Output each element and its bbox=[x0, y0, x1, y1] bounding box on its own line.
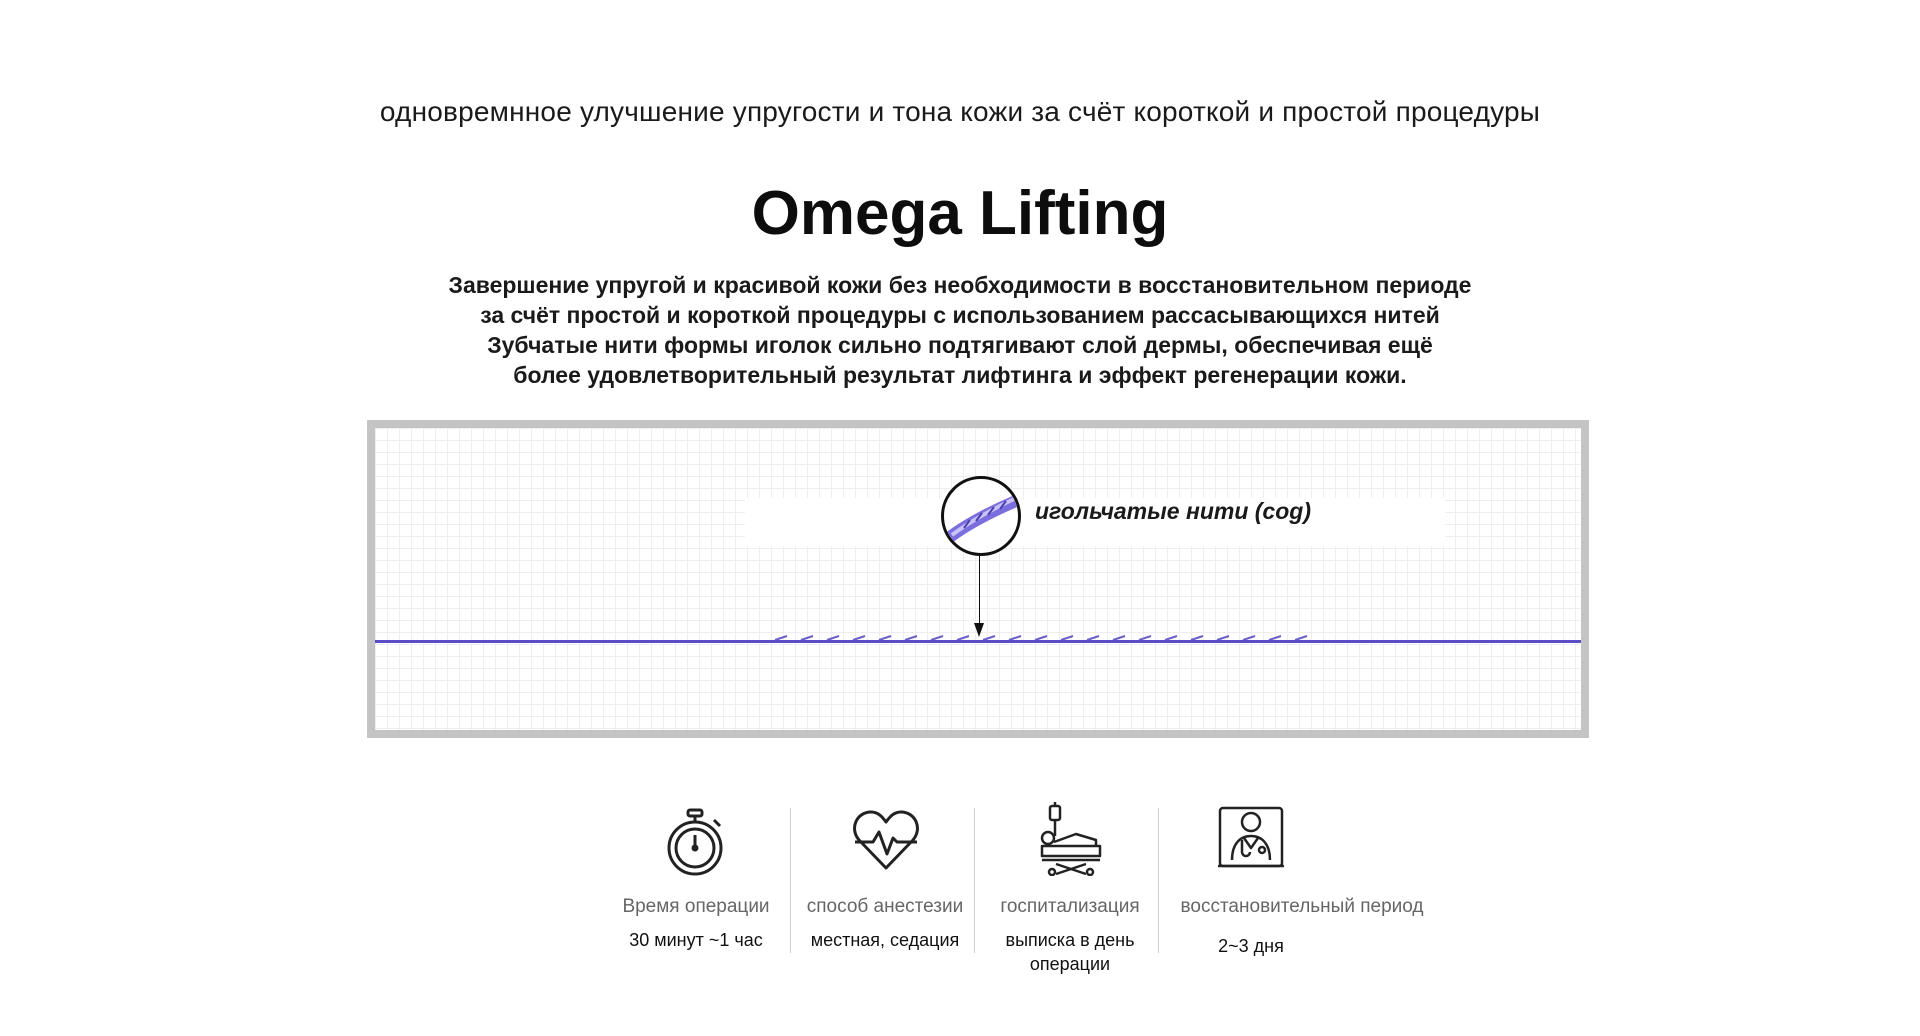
thread-magnifier-icon bbox=[941, 476, 1021, 556]
stat-recovery-period: восстановительный период 2~3 дня bbox=[1166, 806, 1438, 958]
stat-operation-time: Время операции 30 минут ~1 час bbox=[616, 808, 776, 958]
cog-barb bbox=[930, 635, 944, 641]
description-line: Завершение упругой и красивой кожи без н… bbox=[448, 272, 1472, 298]
cog-barb bbox=[852, 635, 866, 641]
heartbeat-icon bbox=[851, 808, 921, 877]
cog-barb bbox=[1138, 635, 1152, 641]
cog-barb bbox=[956, 635, 970, 641]
cog-barb bbox=[800, 635, 814, 641]
stat-hospitalization: госпитализация выписка в день операции bbox=[980, 802, 1160, 974]
stat-label: восстановительный период bbox=[1180, 896, 1424, 917]
cog-barb bbox=[1164, 635, 1178, 641]
cog-barbs bbox=[774, 635, 1308, 641]
stat-label: Время операции bbox=[622, 896, 770, 917]
cog-barb bbox=[1086, 635, 1100, 641]
callout-pointer-line bbox=[979, 553, 980, 633]
cog-barb bbox=[1216, 635, 1230, 641]
thread-diagram: игольчатые нити (cog) bbox=[367, 420, 1589, 738]
cog-barb bbox=[982, 635, 996, 641]
doctor-monitor-icon bbox=[1216, 802, 1286, 881]
cog-barb bbox=[774, 635, 788, 641]
cog-barb bbox=[1242, 635, 1256, 641]
procedure-stats: Время операции 30 минут ~1 час способ ан… bbox=[600, 802, 1440, 974]
stat-value-line: выписка в день bbox=[1005, 930, 1135, 950]
cog-barb bbox=[878, 635, 892, 641]
description: Завершение упругой и красивой кожи без н… bbox=[0, 270, 1920, 390]
callout-label: игольчатые нити (cog) bbox=[1035, 498, 1311, 524]
page-title: Omega Lifting bbox=[751, 179, 1169, 248]
arrow-down-icon bbox=[974, 623, 984, 637]
description-line: Зубчатые нити формы иголок сильно подтяг… bbox=[487, 332, 1433, 358]
cog-barb bbox=[1112, 635, 1126, 641]
stat-divider bbox=[974, 808, 975, 953]
stat-anesthesia: способ анестезии местная, седация bbox=[795, 808, 975, 958]
description-line: более удовлетворительный результат лифти… bbox=[513, 362, 1407, 388]
cog-barb bbox=[1190, 635, 1204, 641]
stat-divider bbox=[790, 808, 791, 953]
stat-value: выписка в день операции bbox=[980, 928, 1160, 976]
cog-barb bbox=[904, 635, 918, 641]
stopwatch-icon bbox=[664, 808, 726, 883]
label-background bbox=[745, 498, 1445, 546]
stat-value: 30 минут ~1 час bbox=[629, 930, 763, 950]
stat-label: госпитализация bbox=[1000, 896, 1140, 917]
cog-barb bbox=[1294, 635, 1308, 641]
cog-barb bbox=[1268, 635, 1282, 641]
stat-value: местная, седация bbox=[810, 930, 960, 950]
cog-barb bbox=[1034, 635, 1048, 641]
cog-barb bbox=[1008, 635, 1022, 641]
cog-barb bbox=[1060, 635, 1074, 641]
stat-divider bbox=[1158, 808, 1159, 953]
stat-value: 2~3 дня bbox=[1218, 936, 1284, 956]
cog-barb bbox=[826, 635, 840, 641]
description-line: за счёт простой и короткой процедуры с и… bbox=[480, 302, 1440, 328]
stat-label: способ анестезии bbox=[806, 896, 964, 917]
hospital-bed-icon bbox=[1036, 802, 1106, 881]
tagline: одновремнное улучшение упругости и тона … bbox=[379, 96, 1541, 127]
cog-thread-line bbox=[375, 640, 1581, 643]
stat-value-line: операции bbox=[1029, 954, 1111, 974]
